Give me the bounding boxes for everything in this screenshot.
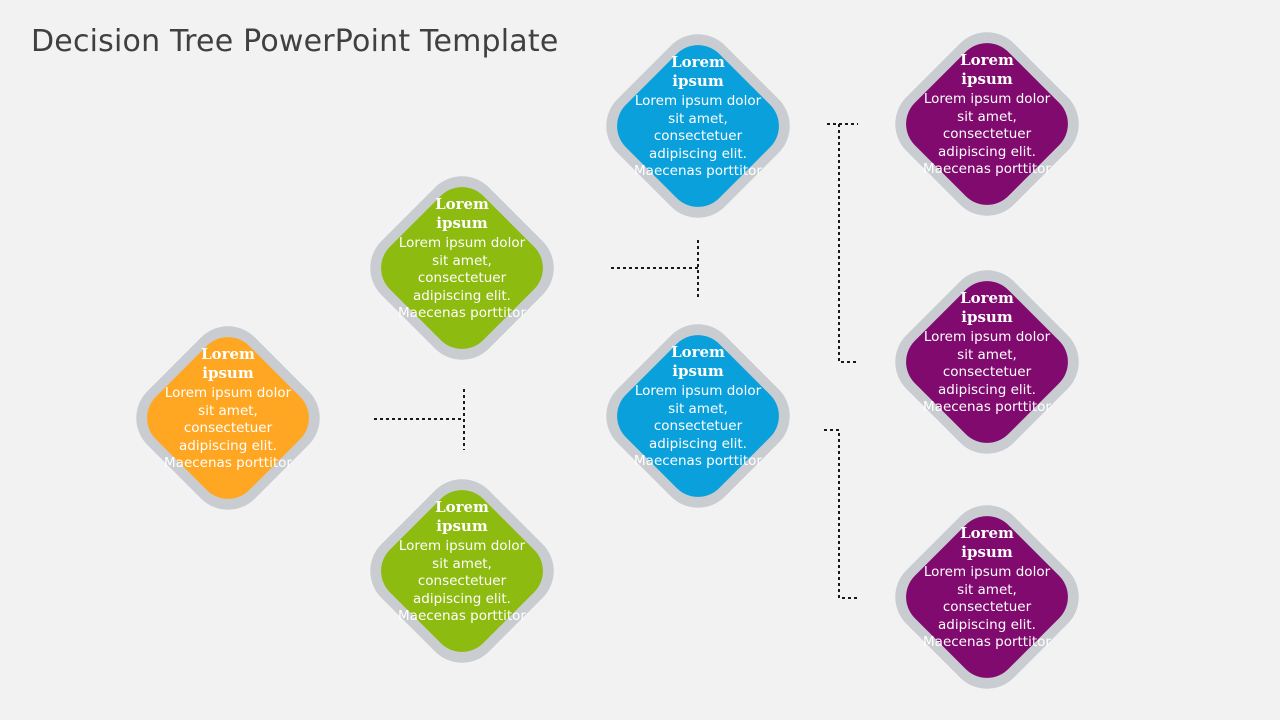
node-heading: Lorem ipsum — [960, 51, 1014, 88]
node-body: Lorem ipsum dolor sit amet, consectetuer… — [634, 93, 762, 180]
decision-node-level3-middle: Lorem ipsum Lorem ipsum dolor sit amet, … — [879, 254, 1095, 470]
decision-node-level3-bottom: Lorem ipsum Lorem ipsum dolor sit amet, … — [879, 489, 1095, 705]
page-title: Decision Tree PowerPoint Template — [31, 24, 559, 59]
node-body: Lorem ipsum dolor sit amet, consectetuer… — [923, 329, 1051, 416]
connector-level2-bottom-to-level3 — [824, 429, 858, 599]
node-heading: Lorem ipsum — [960, 524, 1014, 561]
node-body: Lorem ipsum dolor sit amet, consectetuer… — [923, 564, 1051, 651]
connector-level2-top-to-level3 — [827, 123, 858, 363]
decision-node-level2-bottom: Lorem ipsum Lorem ipsum dolor sit amet, … — [590, 308, 806, 524]
node-body: Lorem ipsum dolor sit amet, consectetuer… — [923, 91, 1051, 178]
decision-node-level1-bottom: Lorem ipsum Lorem ipsum dolor sit amet, … — [354, 463, 570, 679]
node-heading: Lorem ipsum — [435, 195, 489, 232]
node-heading: Lorem ipsum — [201, 345, 255, 382]
decision-node-level2-top: Lorem ipsum Lorem ipsum dolor sit amet, … — [590, 18, 806, 234]
node-body: Lorem ipsum dolor sit amet, consectetuer… — [634, 383, 762, 470]
decision-node-level3-top: Lorem ipsum Lorem ipsum dolor sit amet, … — [879, 16, 1095, 232]
decision-node-root: Lorem ipsum Lorem ipsum dolor sit amet, … — [120, 310, 336, 526]
node-heading: Lorem ipsum — [671, 343, 725, 380]
node-body: Lorem ipsum dolor sit amet, consectetuer… — [398, 538, 526, 625]
connector-level1-to-level2 — [611, 240, 699, 300]
node-body: Lorem ipsum dolor sit amet, consectetuer… — [164, 385, 292, 472]
node-heading: Lorem ipsum — [671, 53, 725, 90]
node-heading: Lorem ipsum — [960, 289, 1014, 326]
connector-root-to-level1 — [374, 389, 465, 450]
decision-node-level1-top: Lorem ipsum Lorem ipsum dolor sit amet, … — [354, 160, 570, 376]
node-heading: Lorem ipsum — [435, 498, 489, 535]
node-body: Lorem ipsum dolor sit amet, consectetuer… — [398, 235, 526, 322]
